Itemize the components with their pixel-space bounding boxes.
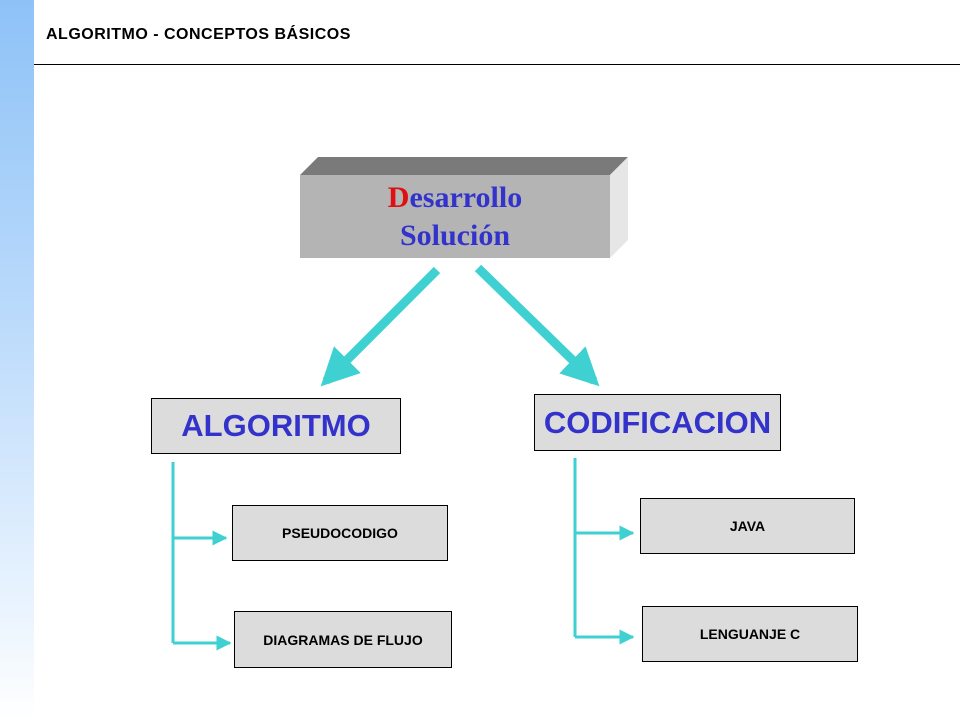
arrow-to-algoritmo: [320, 266, 441, 387]
algoritmo-box: ALGORITMO: [151, 398, 401, 454]
lenguaje-c-box: LENGUANJE C: [642, 606, 858, 662]
left-gradient-bar: [0, 0, 34, 720]
arrow-to-codificacion: [474, 264, 600, 387]
block-line-1: Desarrollo: [388, 179, 522, 217]
desarrollo-solucion-block: Desarrollo Solución: [300, 175, 610, 258]
title-divider: [34, 64, 960, 65]
diagramas-de-flujo-box: DIAGRAMAS DE FLUJO: [234, 611, 452, 668]
block-top-face: [300, 157, 628, 175]
codificacion-box: CODIFICACION: [534, 394, 781, 451]
block-line-2: Solución: [399, 218, 511, 252]
algoritmo-bracket: [171, 462, 232, 651]
codificacion-bracket: [573, 458, 635, 645]
block-side-face: [610, 157, 628, 258]
block-line-1-rest: esarrollo: [409, 180, 523, 214]
java-box: JAVA: [640, 498, 855, 554]
slide-title: ALGORITMO - CONCEPTOS BÁSICOS: [46, 26, 351, 43]
highlight-letter: D: [387, 180, 410, 214]
pseudocodigo-box: PSEUDOCODIGO: [232, 505, 448, 561]
